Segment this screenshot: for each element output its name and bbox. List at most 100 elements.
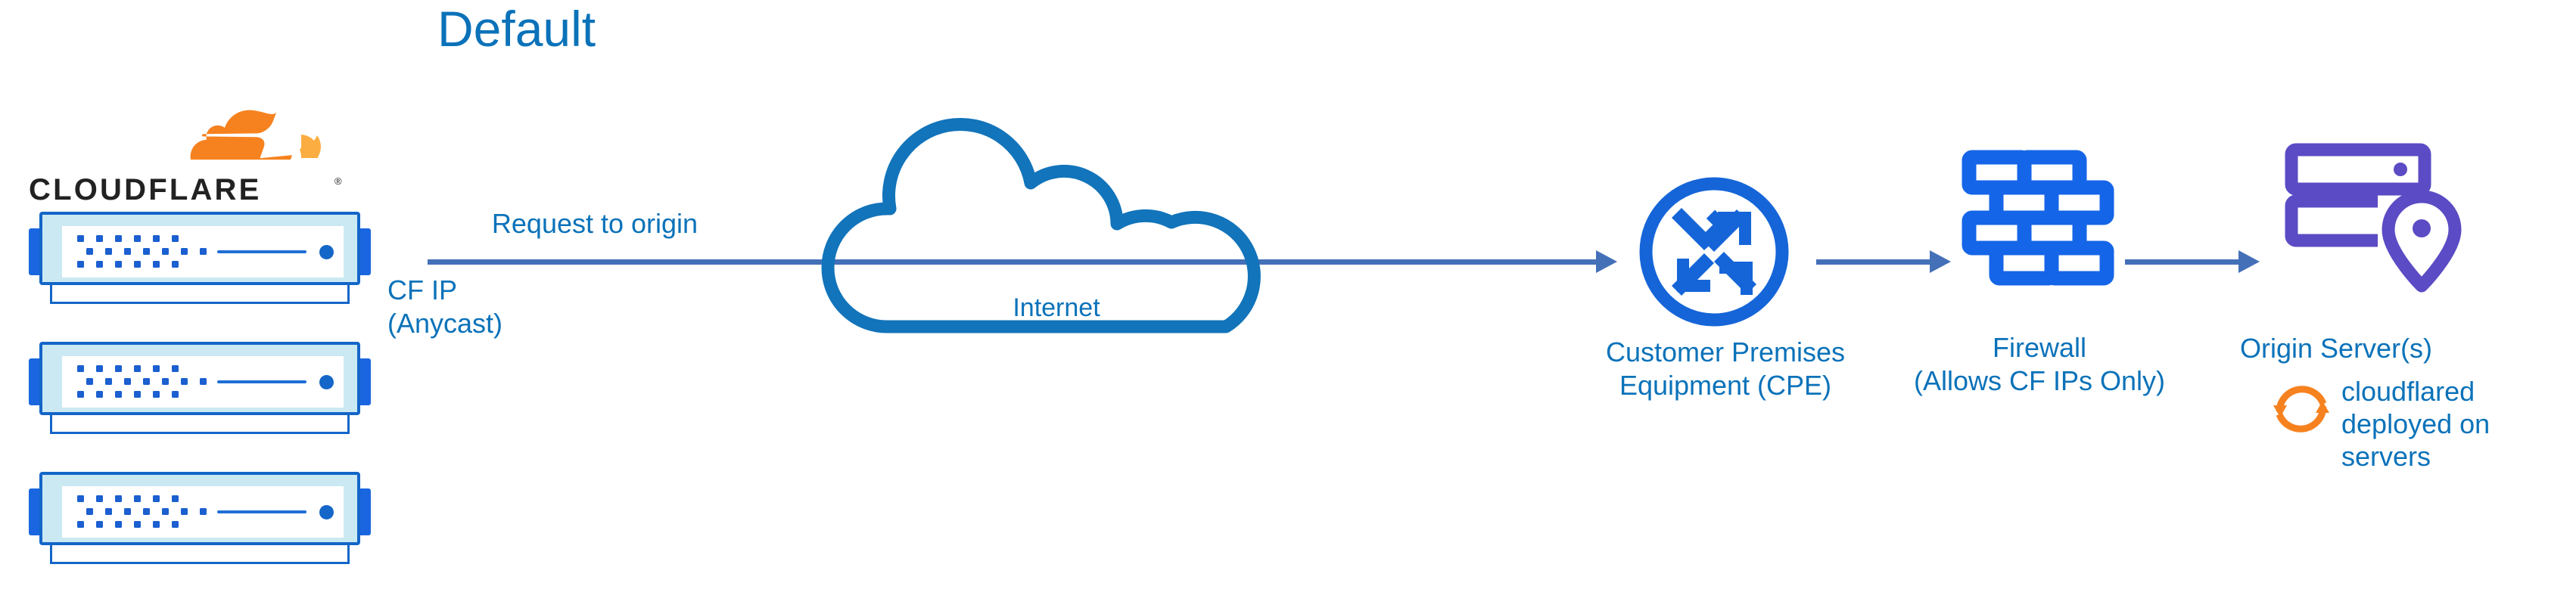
server-port-dot bbox=[153, 261, 160, 268]
edge-server-1 bbox=[29, 212, 371, 304]
server-port-dot bbox=[162, 248, 169, 255]
server-port-dot bbox=[181, 378, 188, 385]
cloudflare-cloud-mark-icon bbox=[190, 110, 321, 160]
server-port-grid bbox=[77, 235, 207, 268]
server-status-line bbox=[217, 250, 306, 253]
refresh-cycle-icon bbox=[2273, 386, 2329, 433]
request-to-origin-label: Request to origin bbox=[491, 208, 698, 239]
cloudflared-note-line-3: servers bbox=[2341, 441, 2431, 473]
server-front-panel bbox=[62, 356, 344, 408]
server-led-icon bbox=[319, 375, 334, 389]
cpe-label-line-2: Equipment (CPE) bbox=[1619, 369, 1832, 401]
cf-ip-anycast-label: CF IP (Anycast) bbox=[387, 274, 502, 340]
server-port-dot bbox=[162, 508, 169, 515]
server-port-dot bbox=[96, 521, 103, 528]
cf-ip-line-1: CF IP bbox=[387, 274, 458, 305]
server-port-dot bbox=[96, 261, 103, 268]
arrow-head bbox=[1596, 250, 1617, 273]
server-port-dot bbox=[86, 248, 93, 255]
firewall-label-line-1: Firewall bbox=[1992, 332, 2086, 363]
server-port-dot bbox=[124, 508, 131, 515]
arrow-firewall-to-origin bbox=[2125, 250, 2260, 273]
arrow-shaft bbox=[2125, 259, 2238, 265]
server-port-dot bbox=[153, 495, 160, 502]
origin-server-label: Origin Server(s) bbox=[2240, 333, 2433, 364]
server-port-dot bbox=[143, 248, 150, 255]
server-status-line bbox=[217, 380, 306, 383]
server-port-dot bbox=[172, 521, 179, 528]
server-port-dot bbox=[105, 248, 112, 255]
cloudflare-wordmark: CLOUDFLARE ® bbox=[29, 173, 342, 206]
server-port-dot bbox=[105, 378, 112, 385]
server-port-dot bbox=[124, 378, 131, 385]
arrow-cpe-to-firewall bbox=[1816, 250, 1951, 273]
server-rack-with-pin-icon bbox=[2285, 143, 2462, 293]
arrow-head bbox=[2238, 250, 2260, 273]
server-front-panel bbox=[62, 486, 344, 538]
server-port-grid bbox=[77, 495, 207, 529]
server-front-panel bbox=[62, 226, 344, 278]
server-port-dot bbox=[153, 235, 160, 242]
cloudflared-note-line-2: deployed on bbox=[2341, 408, 2490, 440]
cloudflare-logo: CLOUDFLARE ® bbox=[29, 106, 347, 206]
server-port-dot bbox=[96, 495, 103, 502]
server-port-dot bbox=[96, 365, 103, 372]
server-port-dot bbox=[115, 261, 122, 268]
server-port-dot bbox=[96, 391, 103, 398]
server-port-dot bbox=[77, 391, 84, 398]
arrow-edge-to-cpe bbox=[428, 250, 1617, 273]
arrow-shaft bbox=[428, 259, 1596, 265]
server-port-dot bbox=[134, 235, 141, 242]
firewall-label: Firewall (Allows CF IPs Only) bbox=[1877, 331, 2202, 398]
cf-ip-line-2: (Anycast) bbox=[387, 307, 503, 339]
cpe-label: Customer Premises Equipment (CPE) bbox=[1498, 336, 1952, 402]
server-port-dot bbox=[172, 495, 179, 502]
server-body bbox=[39, 212, 360, 285]
server-port-dot bbox=[162, 378, 169, 385]
server-port-dot bbox=[96, 235, 103, 242]
server-port-dot bbox=[143, 378, 150, 385]
server-port-dot bbox=[115, 365, 122, 372]
page-title: Default bbox=[437, 1, 596, 57]
router-converging-arrows-icon bbox=[1639, 177, 1789, 327]
server-status-line bbox=[217, 510, 306, 513]
server-port-dot bbox=[172, 235, 179, 242]
server-port-dot bbox=[153, 365, 160, 372]
cloudflared-note-line-1: cloudflared bbox=[2341, 376, 2475, 407]
server-port-dot bbox=[143, 508, 150, 515]
arrow-head bbox=[1930, 250, 1951, 273]
server-port-dot bbox=[172, 365, 179, 372]
edge-server-3 bbox=[29, 472, 371, 564]
svg-text:CLOUDFLARE: CLOUDFLARE bbox=[29, 173, 262, 206]
server-port-dot bbox=[134, 261, 141, 268]
brick-wall-icon bbox=[1962, 150, 2114, 286]
server-led-icon bbox=[319, 245, 334, 259]
server-port-dot bbox=[115, 391, 122, 398]
cloud-icon bbox=[821, 118, 1261, 333]
cloudflared-deployment-note: cloudflared deployed on servers bbox=[2341, 375, 2538, 473]
server-port-dot bbox=[77, 495, 84, 502]
server-port-dot bbox=[77, 365, 84, 372]
server-port-dot bbox=[181, 248, 188, 255]
server-port-dot bbox=[124, 248, 131, 255]
server-port-dot bbox=[134, 365, 141, 372]
cpe-label-line-1: Customer Premises bbox=[1605, 336, 1846, 367]
server-body bbox=[39, 472, 360, 545]
server-port-dot bbox=[105, 508, 112, 515]
edge-server-2 bbox=[29, 342, 371, 434]
server-port-dot bbox=[200, 248, 207, 255]
server-port-dot bbox=[86, 378, 93, 385]
internet-label: Internet bbox=[1013, 293, 1100, 322]
server-port-dot bbox=[134, 391, 141, 398]
server-port-dot bbox=[200, 378, 207, 385]
server-port-dot bbox=[181, 508, 188, 515]
svg-text:®: ® bbox=[334, 175, 342, 187]
server-port-dot bbox=[153, 391, 160, 398]
server-port-dot bbox=[115, 235, 122, 242]
server-port-dot bbox=[115, 521, 122, 528]
server-port-dot bbox=[172, 261, 179, 268]
server-body bbox=[39, 342, 360, 415]
arrow-shaft bbox=[1816, 259, 1930, 265]
server-port-dot bbox=[77, 261, 84, 268]
